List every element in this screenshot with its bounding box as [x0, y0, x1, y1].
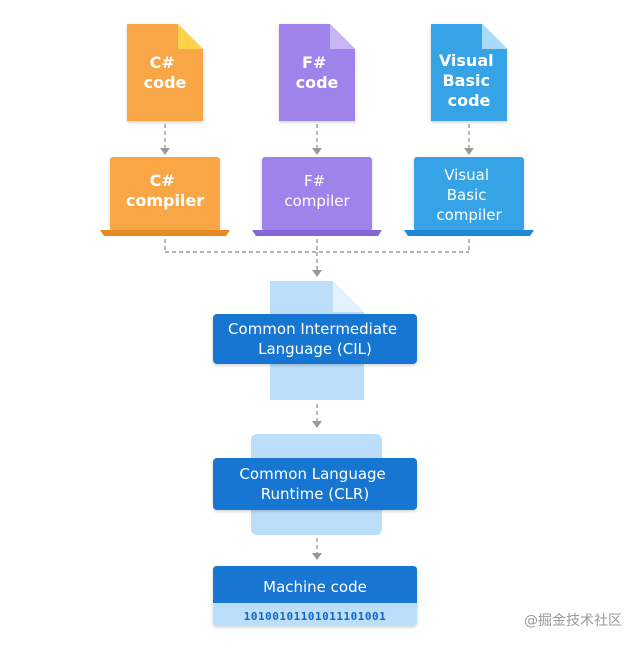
source-label-fsharp: F# code: [296, 53, 339, 92]
machine-code-label: Machine code: [263, 578, 367, 596]
source-label-csharp: C# code: [144, 53, 187, 92]
watermark: @掘金技术社区: [524, 613, 622, 629]
arrow-source-to-compiler-fsharp: [312, 124, 322, 155]
clr-block: Common Language Runtime (CLR): [213, 434, 417, 535]
doc-fold: [330, 24, 355, 49]
cil-block: Common Intermediate Language (CIL): [213, 281, 417, 400]
connector-compilers-to-cil: [164, 239, 470, 277]
source-doc-visual-basic: Visual Basic code: [431, 24, 507, 121]
compiler-visual-basic: Visual Basic compiler: [404, 157, 534, 236]
machine-code-bits: 10100101101011101001: [244, 610, 386, 623]
cil-box: [213, 314, 417, 364]
arrow-clr-to-machine-code: [312, 538, 322, 560]
compiler-label-visual-basic: Visual Basic compiler: [436, 166, 502, 224]
machine-code-header: [213, 566, 417, 603]
cil-document-fold: [333, 281, 364, 312]
laptop-screen: [414, 157, 524, 231]
clr-box: [213, 458, 417, 510]
compiler-csharp: C# compiler: [100, 157, 230, 236]
arrow-cil-to-clr: [312, 404, 322, 428]
source-doc-csharp: C# code: [127, 24, 203, 121]
laptop-base: [404, 230, 534, 236]
compiler-label-fsharp: F# compiler: [284, 172, 350, 210]
arrow-source-to-compiler-csharp: [160, 124, 170, 155]
laptop-base: [100, 230, 230, 236]
clr-label: Common Language Runtime (CLR): [239, 465, 390, 503]
compiler-fsharp: F# compiler: [252, 157, 382, 236]
arrow-source-to-compiler-visual-basic: [464, 124, 474, 155]
laptop-screen: [262, 157, 372, 231]
laptop-screen: [110, 157, 220, 231]
doc-fold: [482, 24, 507, 49]
machine-code-block: Machine code 10100101101011101001: [213, 566, 417, 626]
compiler-label-csharp: C# compiler: [126, 171, 204, 210]
laptop-base: [252, 230, 382, 236]
cil-label: Common Intermediate Language (CIL): [228, 320, 402, 358]
doc-fold: [178, 24, 203, 49]
source-doc-fsharp: F# code: [279, 24, 355, 121]
source-label-visual-basic: Visual Basic code: [439, 51, 499, 110]
